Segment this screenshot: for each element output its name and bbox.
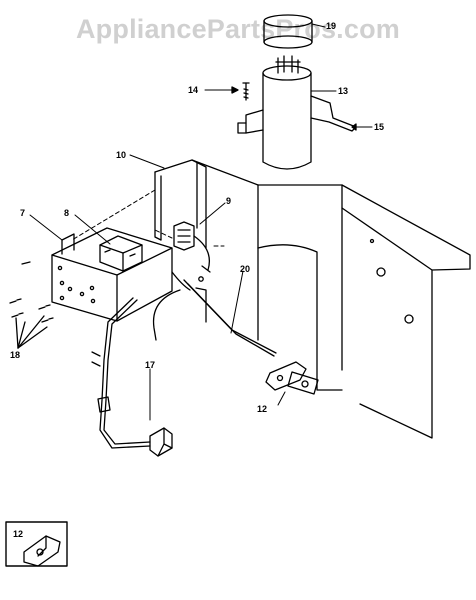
callout-17: 17	[145, 360, 156, 370]
callout-12-inset: 12	[13, 529, 24, 539]
callout-13: 13	[338, 86, 349, 96]
mounting-panel	[191, 159, 471, 439]
box-screws	[21, 261, 96, 304]
callout-20: 20	[240, 264, 251, 274]
watermark-text: AppliancePartsPros.com	[75, 14, 400, 44]
inset-box	[5, 521, 68, 567]
assembly-lines	[71, 189, 225, 247]
capacitor-cover	[263, 14, 313, 49]
relay-8	[99, 235, 143, 272]
power-cord	[91, 297, 173, 457]
callout-14: 14	[188, 85, 199, 95]
terminal-block-9	[173, 221, 195, 251]
callout-9: 9	[226, 196, 232, 206]
overload-part	[265, 361, 319, 395]
bracket-10	[154, 159, 207, 249]
leader-lines	[29, 23, 373, 421]
callout-7: 7	[20, 208, 26, 218]
electrical-box	[51, 227, 173, 322]
callout-15: 15	[374, 122, 385, 132]
capacitor	[262, 55, 312, 170]
callout-10: 10	[116, 150, 127, 160]
callout-8: 8	[64, 208, 70, 218]
callout-19: 19	[326, 21, 337, 31]
screw-14	[242, 82, 250, 101]
callout-12: 12	[257, 404, 268, 414]
capacitor-strap	[237, 95, 357, 134]
callout-18: 18	[10, 350, 21, 360]
screws-18	[9, 298, 54, 349]
